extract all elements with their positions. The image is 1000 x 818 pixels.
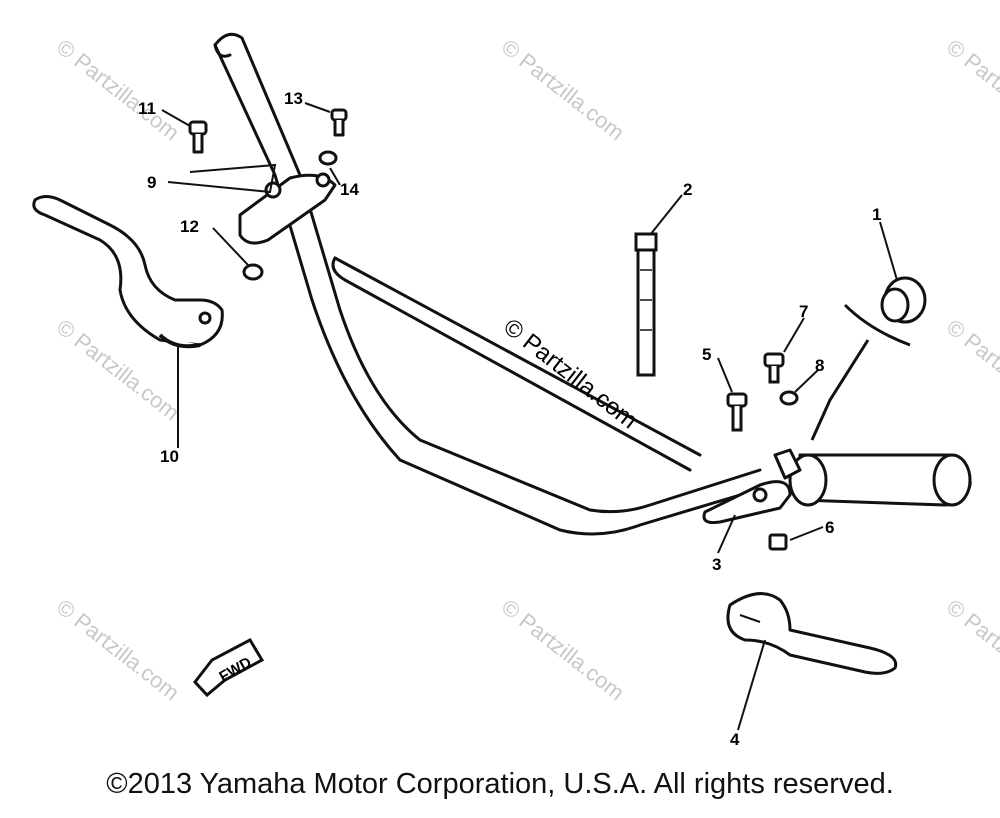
fwd-arrow: FWD	[193, 638, 265, 698]
right-grip	[788, 453, 972, 507]
callout-3: 3	[712, 555, 721, 574]
callout-labels: 1 2 3 4 5 6 7 8 9 10 11 12 13 14	[138, 89, 881, 749]
callout-6: 6	[825, 518, 834, 537]
callout-1: 1	[872, 205, 881, 224]
watermark: © Partzilla.com	[497, 594, 629, 705]
cable-strap	[634, 232, 658, 377]
center-watermark: © Partzilla.com	[498, 313, 642, 434]
callout-14: 14	[340, 180, 359, 199]
callout-4: 4	[730, 730, 740, 749]
watermark: © Partzilla.com	[942, 314, 1000, 425]
right-lever	[726, 592, 898, 675]
callout-13: 13	[284, 89, 303, 108]
left-clamp	[188, 108, 348, 281]
watermark: © Partzilla.com	[52, 594, 184, 705]
callout-11: 11	[138, 99, 156, 118]
callout-7: 7	[799, 302, 808, 321]
callout-12: 12	[180, 217, 199, 236]
right-lever-holder	[702, 448, 802, 551]
watermark: © Partzilla.com	[942, 594, 1000, 705]
switch	[810, 276, 927, 441]
watermark: © Partzilla.com	[497, 34, 629, 145]
watermark: © Partzilla.com	[52, 34, 184, 145]
copyright-notice: ©2013 Yamaha Motor Corporation, U.S.A. A…	[106, 768, 894, 800]
handlebar	[213, 32, 762, 536]
leader-lines	[161, 102, 898, 731]
callout-8: 8	[815, 356, 824, 375]
callout-5: 5	[702, 345, 711, 364]
watermark: © Partzilla.com	[942, 34, 1000, 145]
screws	[726, 352, 799, 432]
callout-10: 10	[160, 447, 179, 466]
callout-9: 9	[147, 173, 156, 192]
callout-2: 2	[683, 180, 692, 199]
